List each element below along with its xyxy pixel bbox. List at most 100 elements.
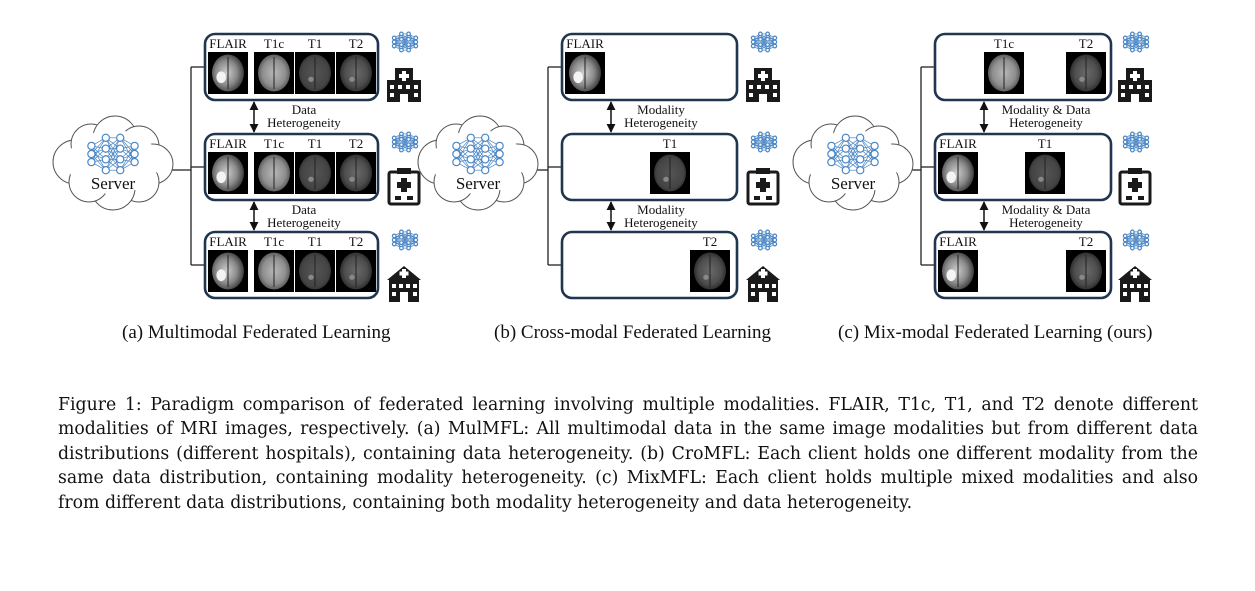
client-box xyxy=(933,132,1113,202)
client-network-icon xyxy=(1122,131,1150,153)
modality-label-flair: FLAIR xyxy=(939,234,977,249)
heterogeneity-label-line1: Data xyxy=(292,102,317,117)
modality-label-t1: T1 xyxy=(308,234,322,249)
server-label: Server xyxy=(456,174,501,193)
client-1: T1c T2 xyxy=(921,31,1152,102)
mri-t1-image xyxy=(295,52,335,94)
heterogeneity-label-line1: Data xyxy=(292,202,317,217)
hospital-building-icon xyxy=(1118,68,1152,102)
modality-label-t2: T2 xyxy=(349,36,363,51)
server-cloud-c: Server xyxy=(792,115,914,211)
modality-label-flair: FLAIR xyxy=(939,136,977,151)
heterogeneity-label-line2: Heterogeneity xyxy=(624,115,698,130)
mri-flair-image xyxy=(938,250,978,292)
server-label: Server xyxy=(831,174,876,193)
panel-a-caption: (a) Multimodal Federated Learning xyxy=(122,322,391,343)
mri-flair-image xyxy=(208,152,248,194)
modality-label-t1c: T1c xyxy=(994,36,1014,51)
mri-t2-image xyxy=(336,250,376,292)
client-network-icon xyxy=(750,31,778,53)
heterogeneity-label-line2: Heterogeneity xyxy=(267,115,341,130)
hospital-building-icon xyxy=(387,68,421,102)
modality-label-flair: FLAIR xyxy=(209,36,247,51)
hospital-building-icon xyxy=(746,68,780,102)
server-cloud-b: Server xyxy=(417,115,539,211)
client-3: T2 xyxy=(548,229,780,302)
mri-flair-image xyxy=(208,250,248,292)
modality-label-t1c: T1c xyxy=(264,36,284,51)
mri-t1c-image xyxy=(254,152,294,194)
client-box xyxy=(560,132,739,202)
mri-flair-image xyxy=(208,52,248,94)
modality-label-flair: FLAIR xyxy=(566,36,604,51)
modality-label-t2: T2 xyxy=(349,234,363,249)
server-network-icon xyxy=(827,133,879,175)
client-3: FLAIR T1c T1 T2 xyxy=(191,229,421,302)
server-network-icon xyxy=(452,133,504,175)
mri-t1-image xyxy=(295,250,335,292)
mri-t1c-image xyxy=(254,250,294,292)
mri-t1-image xyxy=(1025,152,1065,194)
hospital-cross-icon xyxy=(746,266,780,302)
modality-label-flair: FLAIR xyxy=(209,136,247,151)
modality-label-flair: FLAIR xyxy=(209,234,247,249)
modality-label-t1: T1 xyxy=(308,136,322,151)
modality-label-t2: T2 xyxy=(1079,36,1093,51)
heterogeneity-label-line2: Heterogeneity xyxy=(624,215,698,230)
client-3: FLAIR T2 xyxy=(921,229,1152,302)
heterogeneity-label-line2: Heterogeneity xyxy=(1009,215,1083,230)
client-1: FLAIR xyxy=(548,31,780,102)
panel-b: FLAIRT1T2ModalityHeterogeneityModalityHe… xyxy=(536,31,780,302)
mri-t2-image xyxy=(336,152,376,194)
client-network-icon xyxy=(750,131,778,153)
mri-flair-image xyxy=(938,152,978,194)
mri-t2-image xyxy=(1066,250,1106,292)
heterogeneity-label-line1: Modality xyxy=(637,202,685,217)
modality-label-t1: T1 xyxy=(663,136,677,151)
heterogeneity-label-line1: Modality xyxy=(637,102,685,117)
client-2: T1 xyxy=(548,131,780,206)
client-network-icon xyxy=(1122,31,1150,53)
mri-t1c-image xyxy=(984,52,1024,94)
modality-label-t1: T1 xyxy=(1038,136,1052,151)
client-box xyxy=(560,32,739,102)
modality-label-t1: T1 xyxy=(308,36,322,51)
clinic-icon xyxy=(1118,168,1152,206)
server-cloud-a: Server xyxy=(52,115,174,211)
heterogeneity-label-line1: Modality & Data xyxy=(1002,102,1091,117)
client-network-icon xyxy=(750,229,778,251)
modality-label-t1c: T1c xyxy=(264,234,284,249)
client-network-icon xyxy=(391,31,419,53)
server-network-icon xyxy=(87,133,139,175)
hospital-cross-icon xyxy=(387,266,421,302)
server-label: Server xyxy=(91,174,136,193)
mri-t2-image xyxy=(690,250,730,292)
clinic-icon xyxy=(746,168,780,206)
clinic-icon xyxy=(387,168,421,206)
mri-t2-image xyxy=(1066,52,1106,94)
heterogeneity-label-line2: Heterogeneity xyxy=(267,215,341,230)
modality-label-t2: T2 xyxy=(703,234,717,249)
heterogeneity-label-line2: Heterogeneity xyxy=(1009,115,1083,130)
mri-t2-image xyxy=(336,52,376,94)
panel-b-caption: (b) Cross-modal Federated Learning xyxy=(494,322,771,343)
heterogeneity-label-line1: Modality & Data xyxy=(1002,202,1091,217)
client-network-icon xyxy=(391,229,419,251)
client-network-icon xyxy=(1122,229,1150,251)
mri-flair-image xyxy=(565,52,605,94)
panel-c-caption: (c) Mix-modal Federated Learning (ours) xyxy=(838,322,1153,343)
modality-label-t2: T2 xyxy=(1079,234,1093,249)
modality-label-t1c: T1c xyxy=(264,136,284,151)
client-2: FLAIR T1 xyxy=(921,131,1152,206)
mri-t1-image xyxy=(650,152,690,194)
